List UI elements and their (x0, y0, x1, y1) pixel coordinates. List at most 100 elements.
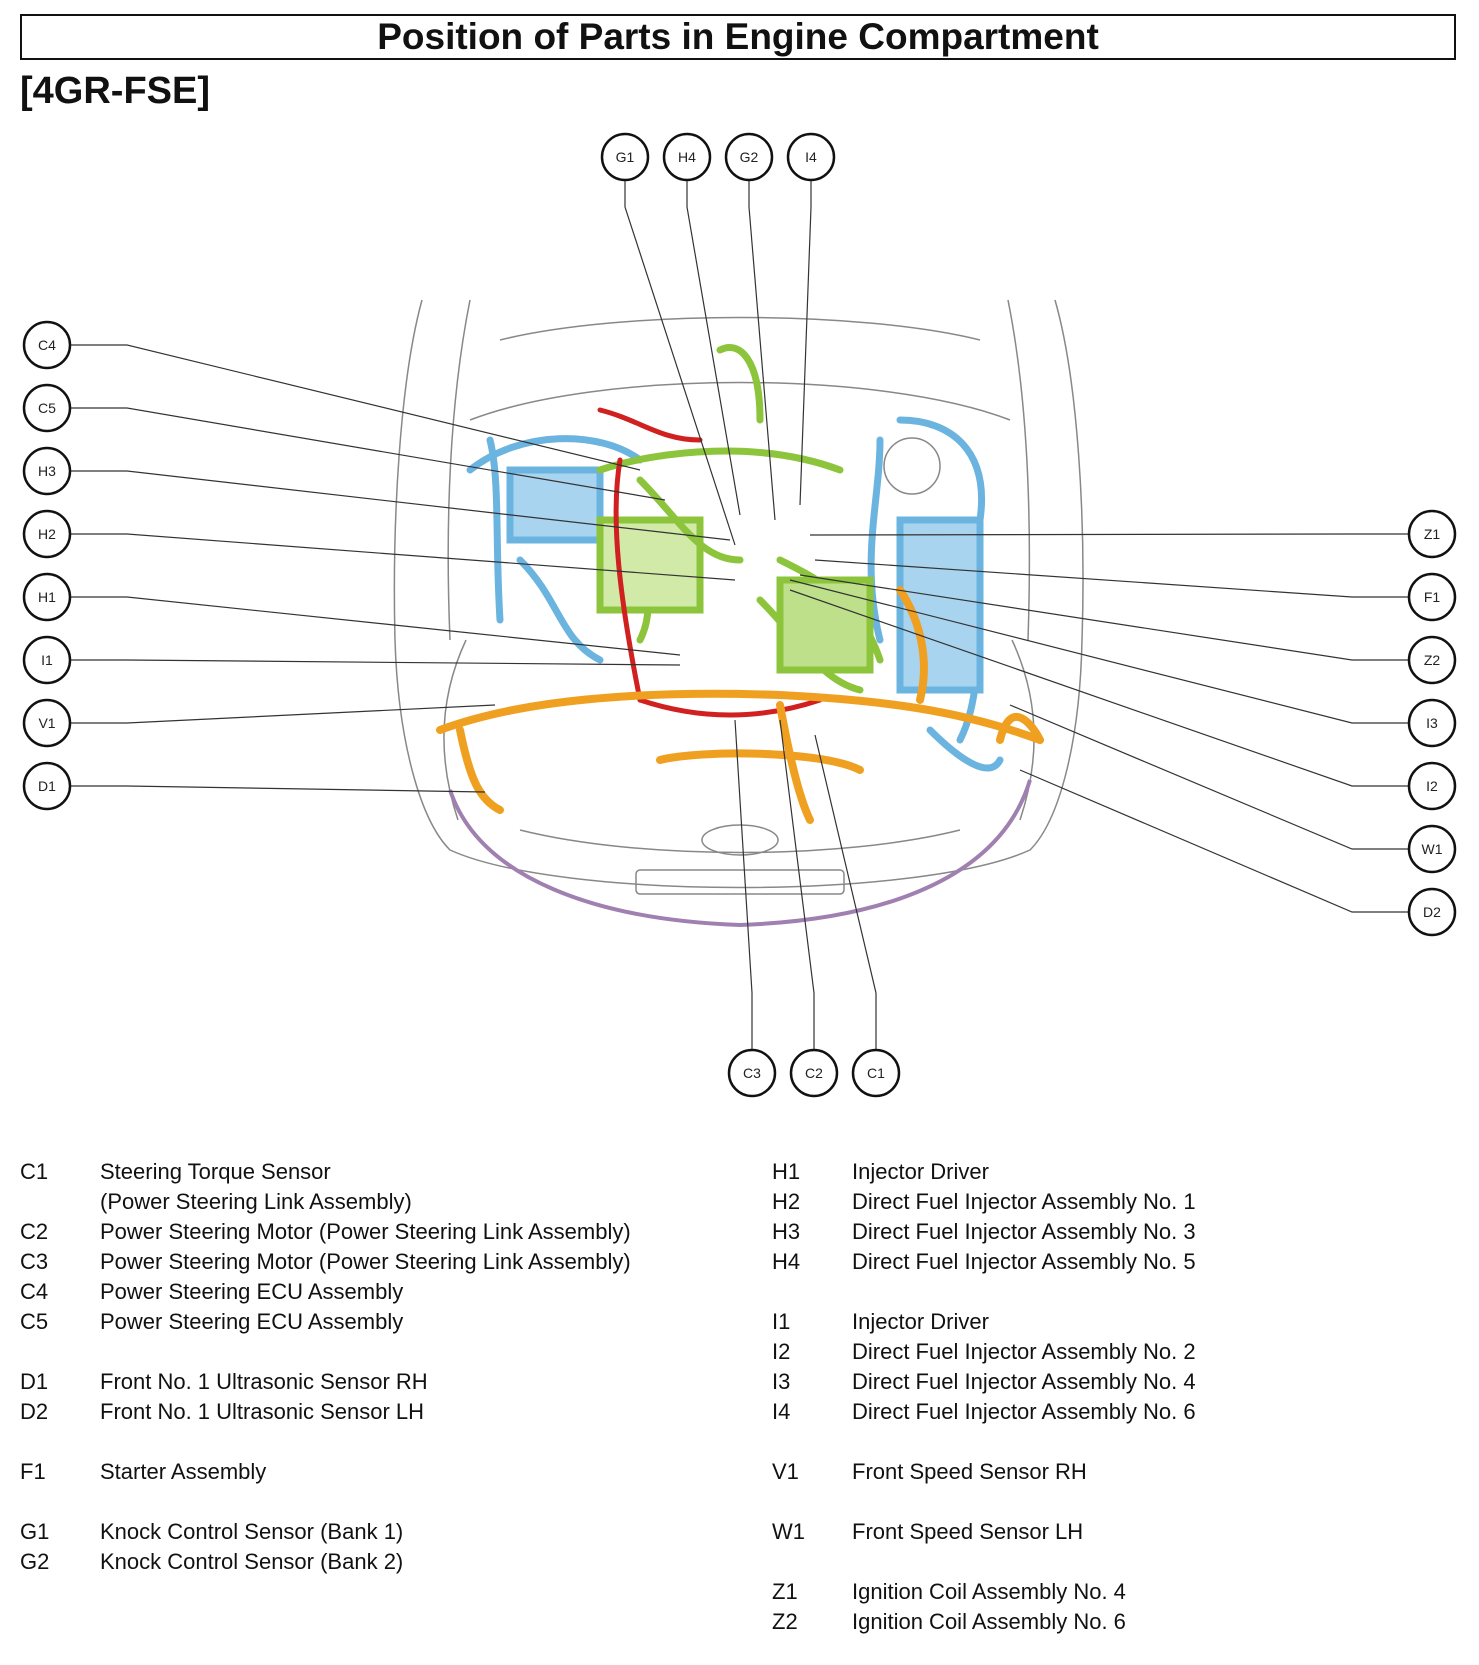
legend-code: Z1 (772, 1579, 798, 1604)
leader-line-g2 (748, 180, 776, 521)
callout-h1: H1 (22, 572, 72, 622)
callout-label: I1 (41, 652, 53, 668)
front-bumper-trim (448, 779, 1032, 928)
legend-row: V1 Front Speed Sensor RH (772, 1457, 1462, 1487)
legend-row: I1 Injector Driver (772, 1307, 1462, 1337)
legend-row: C1 Steering Torque Sensor (20, 1157, 720, 1187)
legend-description: Front Speed Sensor RH (852, 1459, 1087, 1484)
callout-label: C3 (743, 1065, 761, 1081)
callout-circle (1407, 509, 1457, 559)
legend-description: Starter Assembly (100, 1459, 267, 1484)
legend-description: Direct Fuel Injector Assembly No. 3 (852, 1219, 1196, 1244)
legend-code: F1 (20, 1459, 46, 1484)
legend-code: D2 (20, 1399, 49, 1424)
callout-i3: I3 (1407, 698, 1457, 748)
leader-line-h2 (70, 533, 736, 581)
red-harness (597, 407, 823, 718)
legend-row: D1 Front No. 1 Ultrasonic Sensor RH (20, 1367, 720, 1397)
callout-label: D1 (38, 778, 56, 794)
callout-label: C2 (805, 1065, 823, 1081)
car-body-outline (393, 299, 1084, 895)
legend-description: Knock Control Sensor (Bank 2) (100, 1549, 404, 1574)
legend-spacer (772, 1547, 1462, 1577)
legend-code: H1 (772, 1159, 801, 1184)
callout-circle (22, 635, 72, 685)
leader-line-z1 (809, 533, 1409, 536)
callout-circle (22, 572, 72, 622)
callout-leader-lines (70, 180, 1409, 1050)
legend-spacer (772, 1427, 1462, 1457)
callout-label: H3 (38, 463, 56, 479)
callout-label: F1 (1424, 589, 1441, 605)
page-title-text: Position of Parts in Engine Compartment (377, 16, 1099, 57)
legend-description: Injector Driver (852, 1309, 989, 1334)
callout-c5: C5 (22, 383, 72, 433)
callout-c1: C1 (851, 1048, 901, 1098)
callout-label: I4 (805, 149, 817, 165)
callout-circle (662, 132, 712, 182)
legend-description: Front No. 1 Ultrasonic Sensor RH (100, 1369, 428, 1394)
legend-code: G1 (20, 1519, 50, 1544)
leader-line-h4 (686, 180, 741, 516)
legend-description: Ignition Coil Assembly No. 6 (852, 1609, 1126, 1634)
legend-code: D1 (20, 1369, 49, 1394)
callout-circle (22, 698, 72, 748)
legend-description: Power Steering Motor (Power Steering Lin… (100, 1219, 631, 1244)
leader-line-z2 (799, 574, 1409, 661)
callout-circle (1407, 698, 1457, 748)
legend-description: Front No. 1 Ultrasonic Sensor LH (100, 1399, 425, 1424)
legend-description: Direct Fuel Injector Assembly No. 4 (852, 1369, 1196, 1394)
legend-description: Power Steering Motor (Power Steering Lin… (100, 1249, 631, 1274)
legend-description: Power Steering ECU Assembly (100, 1309, 404, 1334)
legend-code: H3 (772, 1219, 801, 1244)
callout-label: H1 (38, 589, 56, 605)
callout-circle (22, 446, 72, 496)
callout-g2: G2 (724, 132, 774, 182)
callout-circle (727, 1048, 777, 1098)
legend-code: V1 (772, 1459, 799, 1484)
leader-line-c3 (734, 719, 753, 1050)
leader-line-c5 (70, 407, 666, 501)
legend-code: H4 (772, 1249, 801, 1274)
callout-label: C4 (38, 337, 56, 353)
legend-code: I2 (772, 1339, 791, 1364)
callout-label: H4 (678, 149, 696, 165)
legend-code: Z2 (772, 1609, 798, 1634)
leader-line-i4 (799, 180, 812, 506)
callout-v1: V1 (22, 698, 72, 748)
callout-h3: H3 (22, 446, 72, 496)
callout-circle (1407, 824, 1457, 874)
engine-code-subtitle: [4GR-FSE] (20, 70, 210, 112)
legend-code: C4 (20, 1279, 49, 1304)
callout-h4: H4 (662, 132, 712, 182)
leader-line-f1 (814, 559, 1409, 598)
leader-line-c4 (70, 344, 641, 471)
legend-code: C1 (20, 1159, 49, 1184)
legend-spacer (772, 1277, 1462, 1307)
callout-label: I3 (1426, 715, 1438, 731)
legend-code: I1 (772, 1309, 791, 1334)
legend-row: H3 Direct Fuel Injector Assembly No. 3 (772, 1217, 1462, 1247)
green-harness (596, 344, 884, 694)
callout-c2: C2 (789, 1048, 839, 1098)
legend-code (20, 1187, 100, 1217)
orange-harness (436, 586, 1044, 824)
callout-circle (22, 761, 72, 811)
callout-h2: H2 (22, 509, 72, 559)
legend-code: I4 (772, 1399, 791, 1424)
legend-description: Direct Fuel Injector Assembly No. 2 (852, 1339, 1196, 1364)
leader-line-h1 (70, 596, 681, 656)
callout-label: Z1 (1424, 526, 1441, 542)
legend-description: Steering Torque Sensor (100, 1159, 331, 1184)
leader-line-i2 (789, 589, 1409, 787)
callout-d1: D1 (22, 761, 72, 811)
callout-z2: Z2 (1407, 635, 1457, 685)
legend-description: Injector Driver (852, 1159, 989, 1184)
